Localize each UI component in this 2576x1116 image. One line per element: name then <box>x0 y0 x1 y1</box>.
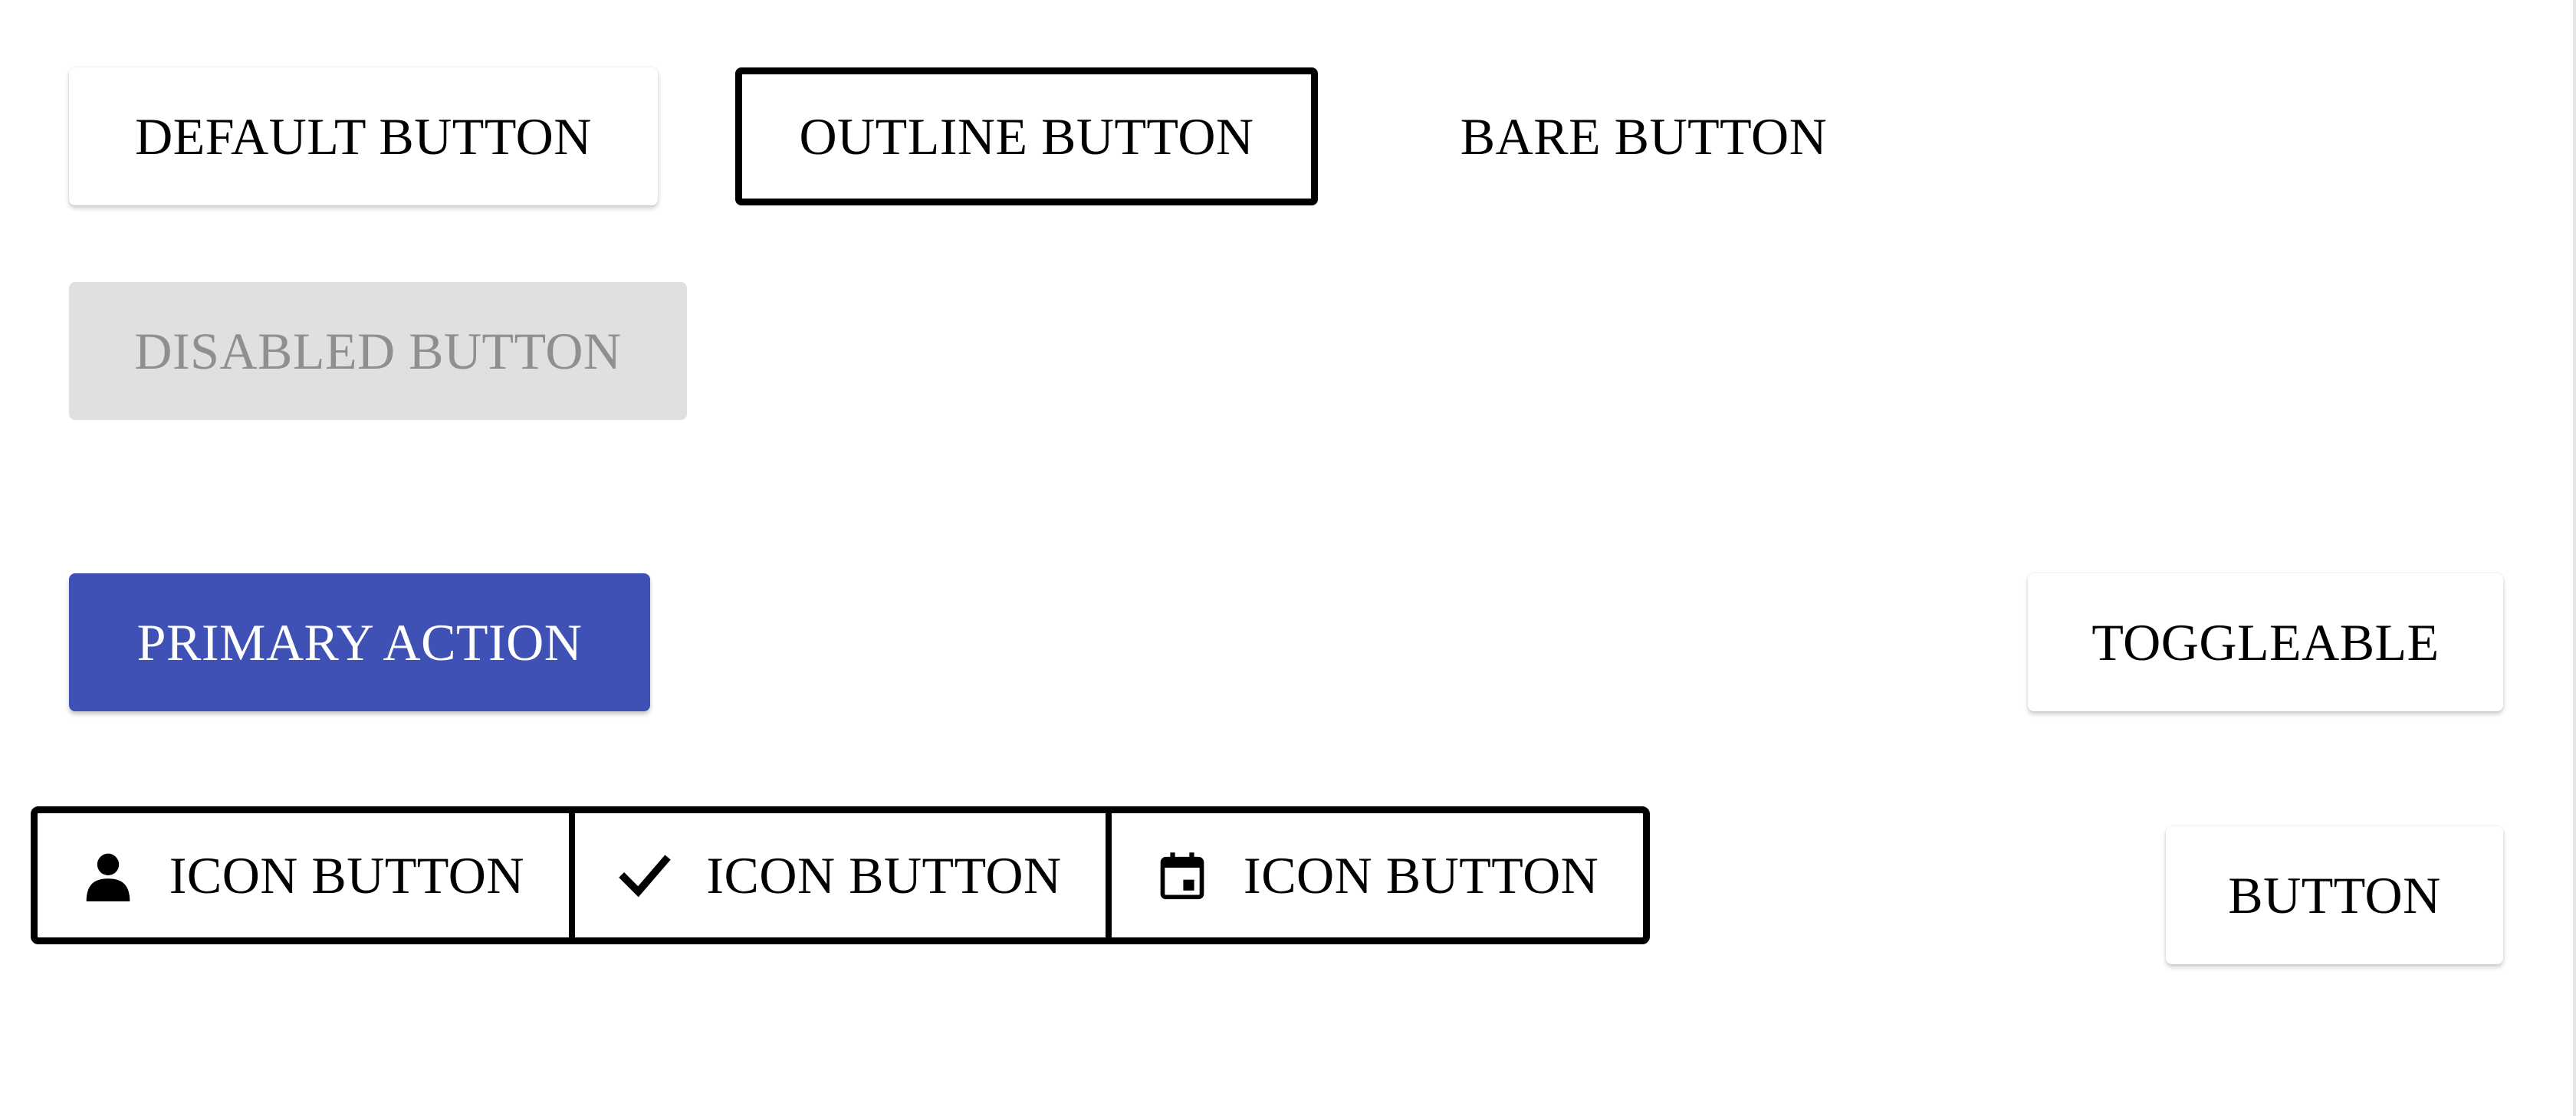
icon-button-label: ICON BUTTON <box>706 845 1062 904</box>
primary-action-button[interactable]: PRIMARY ACTION <box>69 573 650 711</box>
icon-button-calendar[interactable]: ICON BUTTON <box>1106 813 1643 937</box>
default-button[interactable]: DEFAULT BUTTON <box>69 67 658 205</box>
toggleable-button[interactable]: TOGGLEABLE <box>2028 573 2503 711</box>
person-icon <box>86 853 130 901</box>
window-edge <box>2573 0 2576 1116</box>
icon-button-label: ICON BUTTON <box>169 845 524 904</box>
check-icon <box>619 855 672 898</box>
icon-button-person[interactable]: ICON BUTTON <box>38 813 569 937</box>
disabled-button: DISABLED BUTTON <box>69 282 687 420</box>
calendar-icon <box>1160 852 1204 900</box>
icon-button-check[interactable]: ICON BUTTON <box>568 813 1106 937</box>
bare-button[interactable]: BARE BUTTON <box>1395 67 1892 205</box>
icon-button-label: ICON BUTTON <box>1244 845 1599 904</box>
plain-button[interactable]: BUTTON <box>2166 826 2503 964</box>
icon-button-group: ICON BUTTON ICON BUTTON ICON BUTTON <box>31 806 1650 944</box>
outline-button[interactable]: OUTLINE BUTTON <box>735 67 1318 205</box>
